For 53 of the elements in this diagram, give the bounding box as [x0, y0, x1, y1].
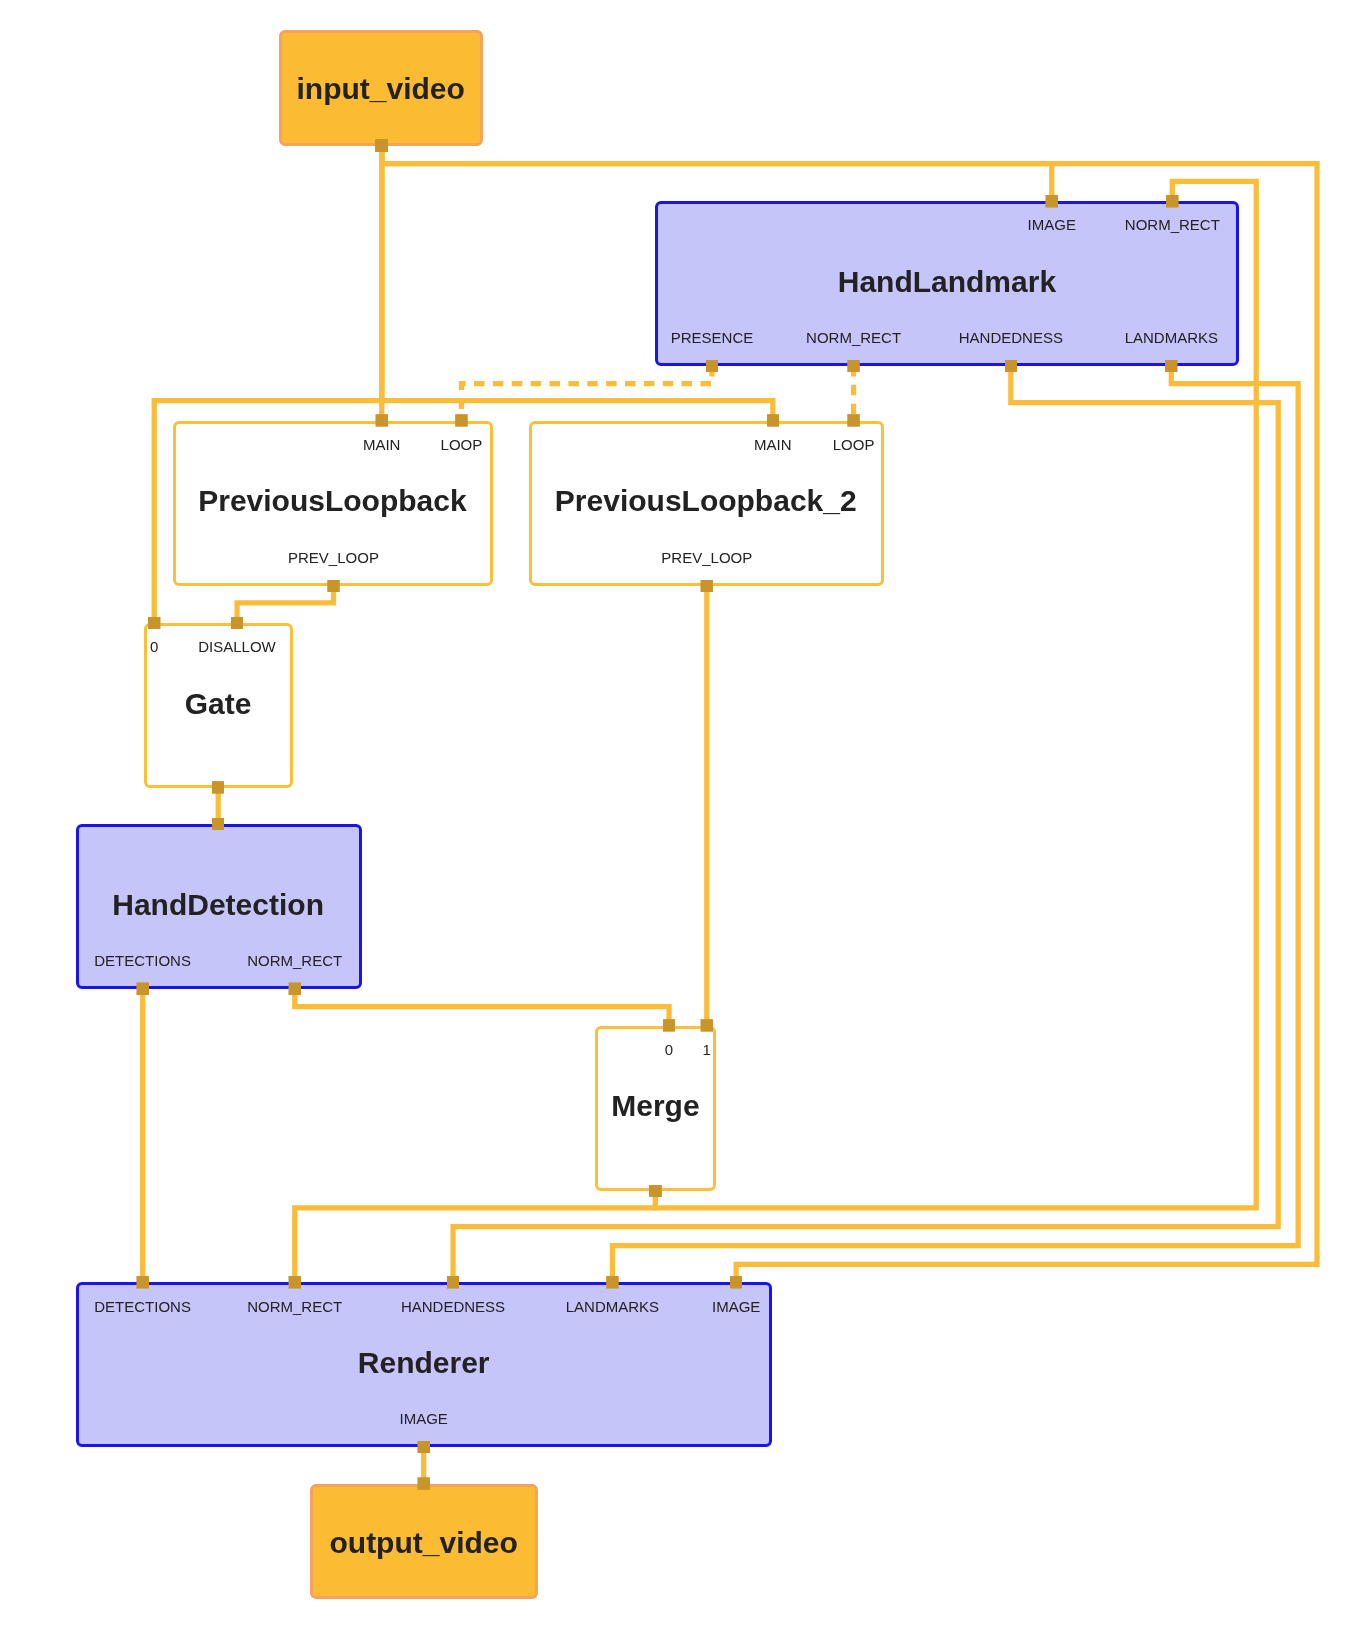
calculator-box — [143, 622, 293, 788]
port-label: IMAGE — [399, 1408, 448, 1429]
connector — [606, 359, 1301, 1289]
connector — [847, 359, 860, 427]
node-title: HandDetection — [112, 886, 324, 923]
port-label: HANDEDNESS — [400, 1296, 506, 1317]
port-label: MAIN — [362, 434, 401, 455]
port-label: HANDEDNESS — [958, 327, 1063, 348]
node-title: output_video — [329, 1524, 518, 1561]
port-label: 1 — [702, 1039, 711, 1060]
port-label: LOOP — [832, 434, 875, 455]
connector — [649, 178, 1259, 1211]
node-title: HandLandmark — [837, 263, 1057, 300]
port-label: NORM_RECT — [247, 950, 343, 971]
node-title: input_video — [296, 70, 465, 107]
port-label: DETECTIONS — [94, 1296, 191, 1317]
calculator-box — [594, 1025, 717, 1192]
connector — [455, 359, 719, 427]
connector — [417, 1440, 430, 1490]
connector — [230, 579, 340, 630]
port-label: 0 — [664, 1039, 674, 1060]
connector — [211, 781, 225, 831]
port-label: LOOP — [440, 434, 483, 455]
graph-stream-box — [310, 1483, 538, 1600]
port-label: PREV_LOOP — [288, 547, 379, 568]
connector — [700, 579, 714, 1032]
port-label: DETECTIONS — [94, 950, 191, 971]
node-title: Merge — [611, 1087, 700, 1124]
calculator-box — [173, 420, 493, 587]
port-label: NORM_RECT — [806, 327, 902, 348]
port-label: PRESENCE — [670, 327, 754, 348]
port-label: NORM_RECT — [247, 1296, 343, 1317]
port-label: IMAGE — [711, 1296, 761, 1317]
subgraph-box — [655, 201, 1240, 366]
port-label: DISALLOW — [198, 636, 276, 657]
subgraph-box — [75, 824, 362, 989]
port-label: LANDMARKS — [565, 1296, 660, 1317]
node-title: Renderer — [357, 1344, 490, 1381]
connector — [288, 982, 676, 1032]
port-label: NORM_RECT — [1124, 215, 1220, 236]
node-title: PreviousLoopback_2 — [554, 482, 857, 519]
port-label: PREV_LOOP — [661, 547, 753, 568]
node-title: PreviousLoopback — [198, 482, 467, 519]
connector — [446, 359, 1281, 1289]
port-label: 0 — [149, 636, 159, 657]
node-title: Gate — [184, 685, 252, 722]
port-label: LANDMARKS — [1124, 327, 1218, 348]
port-label: MAIN — [754, 434, 792, 455]
connector — [136, 982, 149, 1289]
calculator-box — [528, 420, 884, 587]
graph-stream-box — [278, 30, 484, 146]
subgraph-box — [75, 1282, 772, 1448]
port-label: IMAGE — [1027, 215, 1076, 236]
